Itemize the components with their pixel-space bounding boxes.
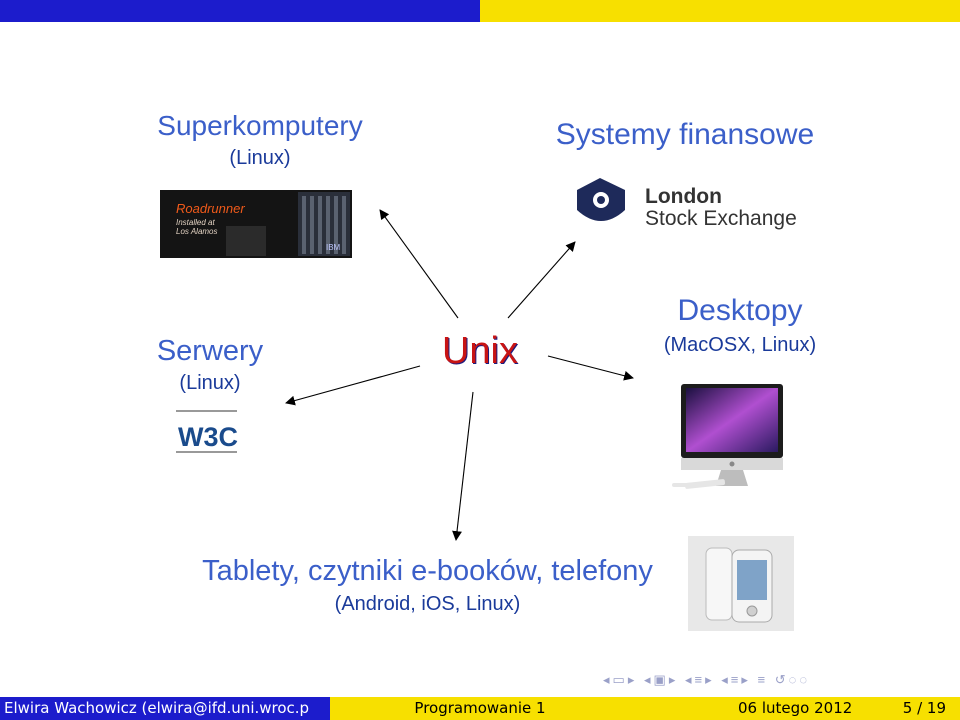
arrow-to-serwery [285, 365, 421, 406]
svg-text:Los Alamos: Los Alamos [176, 227, 218, 236]
nav-next-section-icon[interactable]: ▸ [705, 672, 715, 687]
header-bar-right [480, 0, 960, 22]
arrow-to-superkomputery [379, 209, 459, 319]
header-bar-left [0, 0, 480, 22]
node-sub-superkomputery: (Linux) [229, 147, 291, 169]
footer-right: 06 lutego 2012 5 / 19 [630, 697, 960, 720]
footer-author: Elwira Wachowicz (elwira@ifd.uni.wroc.p [0, 697, 334, 720]
roadrunner-image: Roadrunner Installed at Los Alamos IBM [160, 190, 352, 258]
nav-search-icon[interactable]: ↺◌◌ [774, 672, 811, 687]
phone-image [688, 536, 794, 631]
node-title-tablety: Tablety, czytniki e-booków, telefony [202, 555, 653, 587]
center-node-unix: Unix [441, 330, 519, 372]
lse-logo: London Stock Exchange [577, 178, 797, 230]
svg-text:W3C: W3C [178, 422, 238, 452]
svg-text:London: London [645, 185, 722, 208]
nav-prev-subsection-icon[interactable]: ◂ [721, 672, 731, 687]
node-sub-desktopy: (MacOSX, Linux) [663, 334, 817, 356]
nav-slide-icon: ▣ [653, 672, 669, 687]
nav-frame-icon: ▭ [612, 672, 628, 687]
nav-prev-section-icon[interactable]: ◂ [684, 672, 695, 687]
beamer-nav-bar: ◂▭▸ ◂▣▸ ◂≡▸ ◂≡▸ ≡ ↺◌◌ [603, 672, 810, 688]
node-title-superkomputery: Superkomputery [157, 110, 363, 141]
arrow-to-tablety [452, 391, 474, 541]
nav-section-icon: ≡ [694, 672, 706, 687]
nav-prev-frame-icon[interactable]: ◂ [603, 672, 613, 687]
node-sub-tablety: (Android, iOS, Linux) [334, 593, 521, 615]
svg-text:IBM: IBM [326, 243, 341, 252]
node-title-serwery: Serwery [156, 335, 264, 367]
nav-prev-slide-icon[interactable]: ◂ [643, 672, 654, 687]
node-title-desktopy: Desktopy [677, 294, 803, 327]
footer-date: 06 lutego 2012 [738, 699, 853, 717]
arrow-to-desktopy [547, 355, 634, 381]
footer-course: Programowanie 1 [330, 697, 630, 720]
nav-subsection-icon: ≡ [730, 672, 742, 687]
w3c-logo: W3C [176, 410, 238, 453]
svg-text:Stock Exchange: Stock Exchange [645, 207, 797, 230]
nav-align-icon: ≡ [757, 672, 769, 687]
nav-next-slide-icon[interactable]: ▸ [668, 672, 679, 687]
footer-page-number: 5 / 19 [902, 699, 946, 717]
svg-text:Installed at: Installed at [176, 218, 215, 227]
node-sub-serwery: (Linux) [179, 372, 241, 394]
nav-next-subsection-icon[interactable]: ▸ [741, 672, 751, 687]
svg-text:Roadrunner: Roadrunner [176, 201, 245, 216]
arrow-to-finanse [507, 241, 576, 319]
nav-next-frame-icon[interactable]: ▸ [627, 672, 638, 687]
node-title-finanse: Systemy finansowe [555, 118, 815, 151]
imac-image [672, 384, 783, 489]
